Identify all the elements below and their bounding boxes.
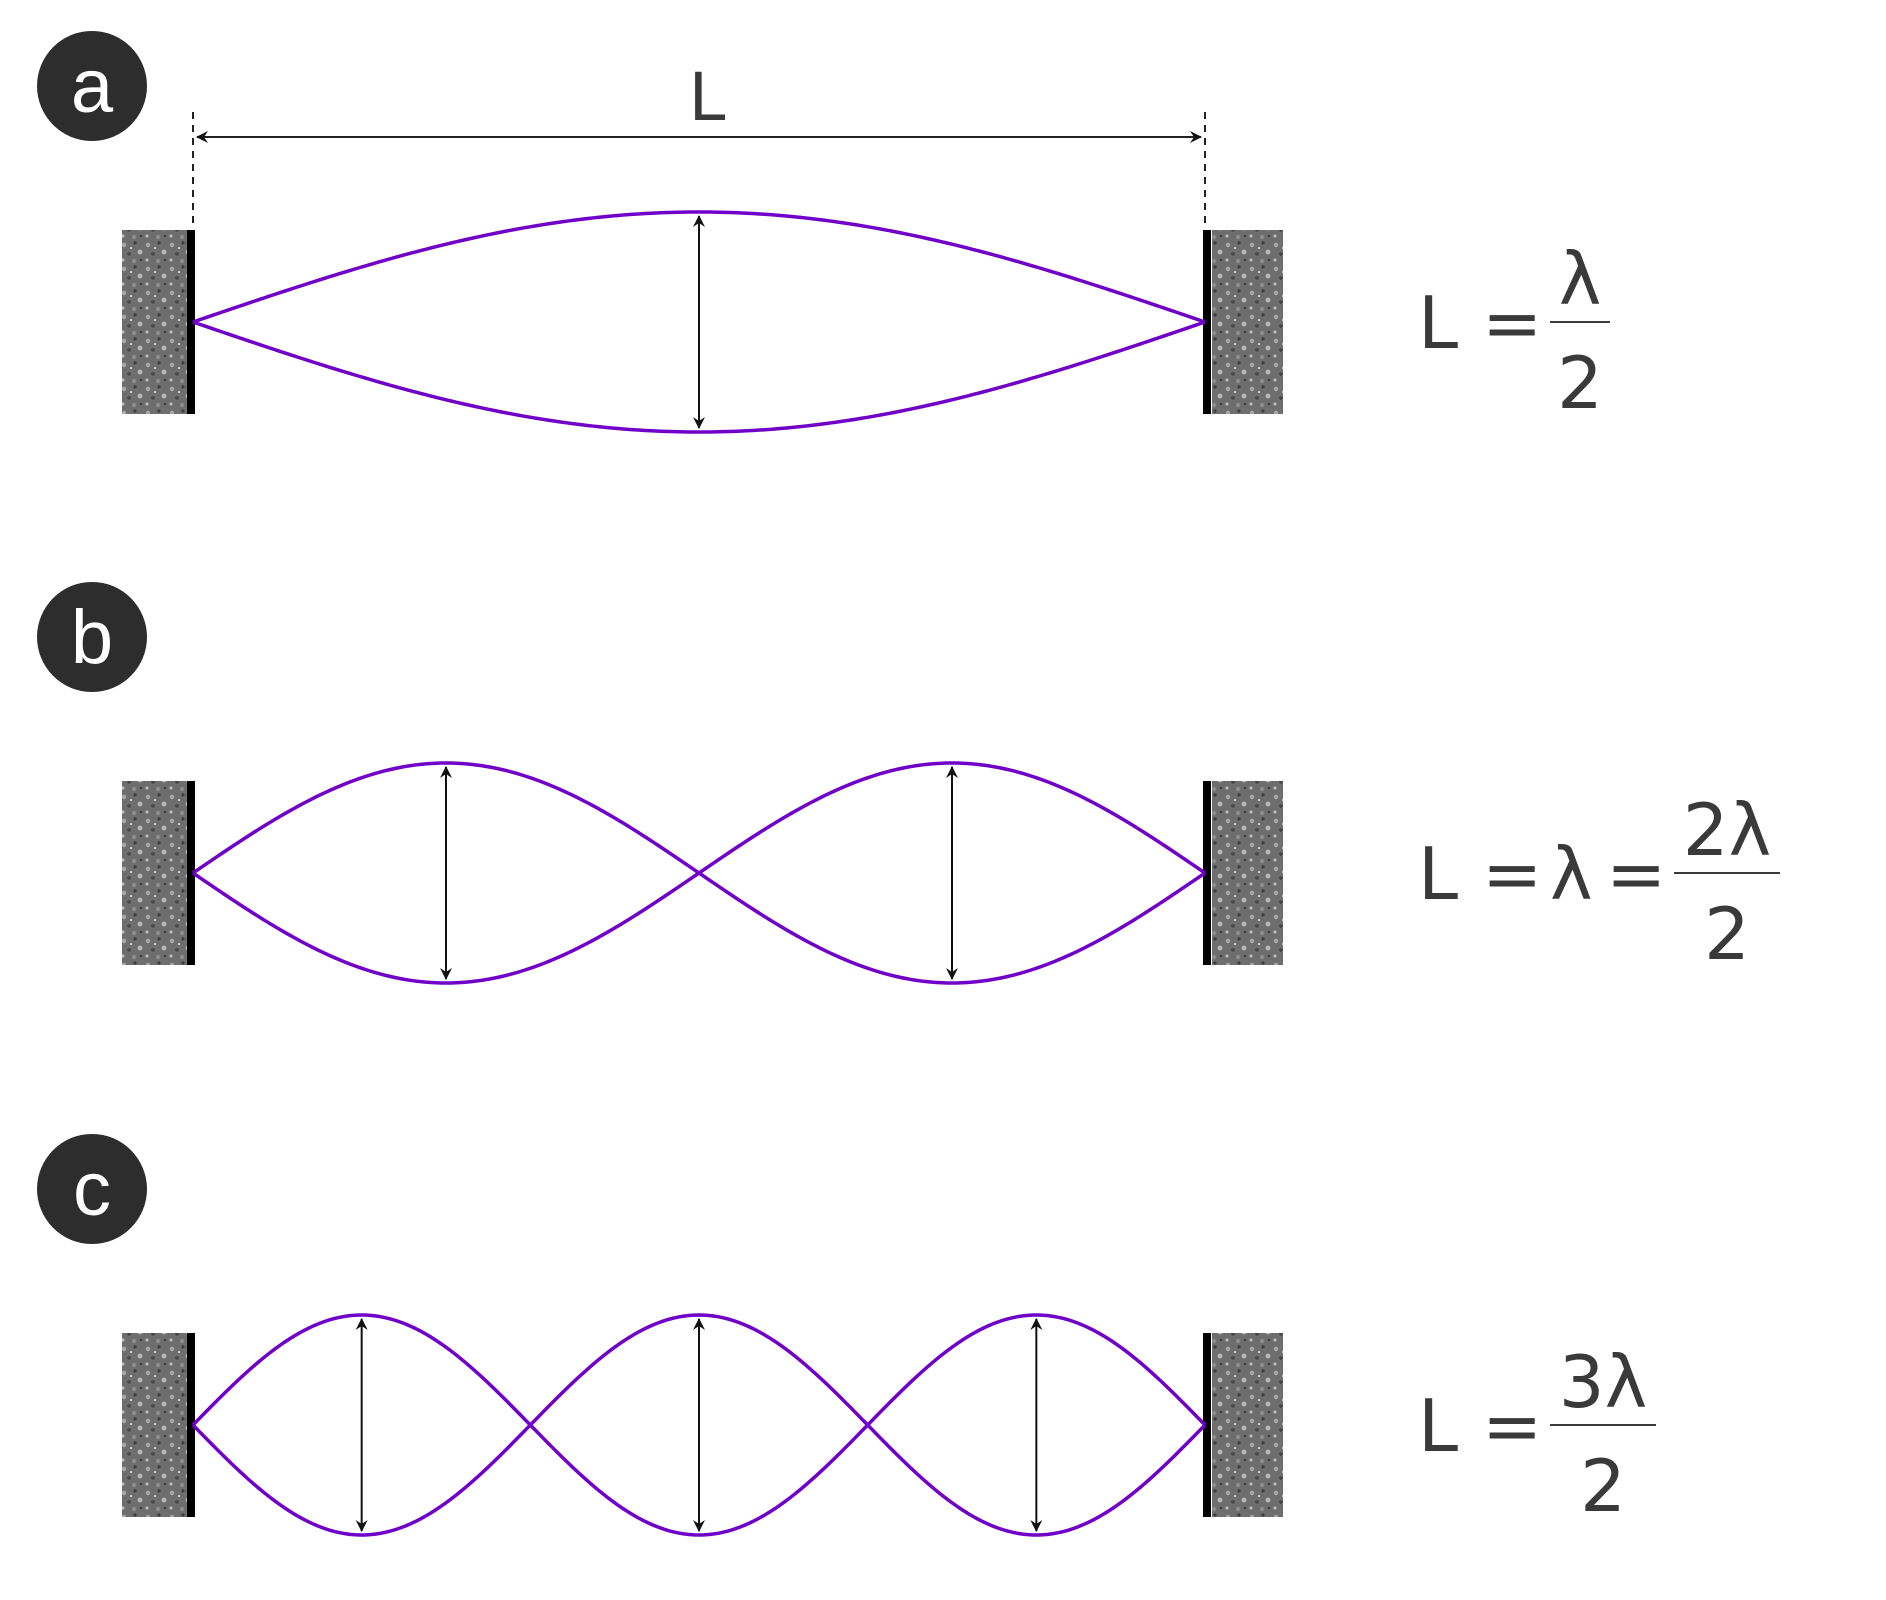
wall-left — [122, 230, 193, 414]
formula-equals: = — [1482, 1384, 1542, 1468]
formula-denominator: 2 — [1704, 892, 1750, 976]
panel-a: aL=λ2 — [37, 31, 1610, 434]
dimension-label: L — [689, 59, 726, 136]
wall-right — [1212, 781, 1283, 965]
panel-c: cL =3λ 2 — [37, 1134, 1656, 1537]
formula-lhs: L — [1418, 1384, 1458, 1468]
formula-denominator: 2 — [1557, 341, 1603, 425]
formula-equals: = — [1482, 281, 1542, 365]
string-lower — [191, 1313, 1207, 1537]
wall-right — [1212, 1333, 1283, 1517]
wall-right — [1212, 230, 1283, 414]
string-lower — [192, 761, 1206, 985]
wall-left-edge — [187, 230, 195, 414]
panel-b: bL=λ=2λ2 — [37, 582, 1780, 985]
panel-badge — [37, 1134, 147, 1244]
wall-right-edge — [1203, 230, 1211, 414]
panel-badge-letter: b — [71, 595, 113, 680]
formula: L =3λ 2 — [1418, 1340, 1656, 1528]
formula-equals-2: = — [1606, 832, 1666, 916]
panel-badge — [37, 31, 147, 141]
panel-badge-letter: c — [73, 1147, 111, 1232]
formula-middle: λ — [1550, 832, 1593, 916]
formula-numerator: λ — [1559, 237, 1602, 321]
wall-left-edge — [187, 1333, 195, 1517]
formula-numerator: 2λ — [1683, 788, 1771, 872]
formula: L=λ=2λ2 — [1418, 788, 1780, 976]
panel-badge-letter: a — [71, 44, 114, 129]
wall-right-edge — [1203, 781, 1211, 965]
string-lower — [192, 320, 1206, 434]
formula-equals: = — [1482, 832, 1542, 916]
formula-lhs: L — [1418, 832, 1458, 916]
panel-badge — [37, 582, 147, 692]
length-dimension: L — [192, 59, 1206, 225]
formula: L =λ 2 — [1418, 237, 1610, 425]
wall-left — [122, 781, 193, 965]
string-upper — [192, 210, 1206, 324]
wall-left-edge — [187, 781, 195, 965]
formula-denominator: 2 — [1580, 1444, 1626, 1528]
wall-left — [122, 1333, 193, 1517]
formula-numerator: 3λ — [1559, 1340, 1647, 1424]
wall-right-edge — [1203, 1333, 1211, 1517]
string-upper — [191, 1313, 1207, 1537]
formula-lhs: L — [1418, 281, 1458, 365]
